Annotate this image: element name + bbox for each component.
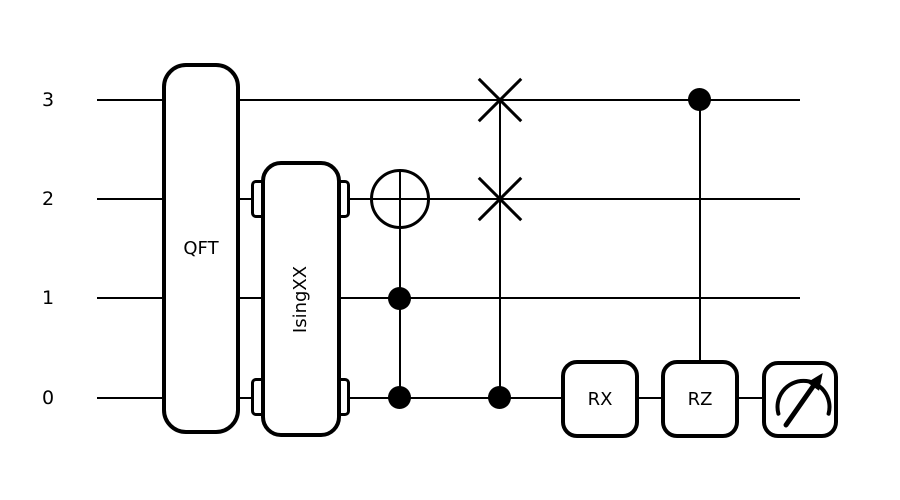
wire-label-0: 0 (41, 387, 55, 409)
isingxx-gate: IsingXX (261, 161, 341, 437)
cnot-target-icon (370, 169, 430, 229)
rx-gate: RX (561, 360, 639, 438)
wire-label-1: 1 (41, 287, 55, 309)
wire-2 (97, 198, 800, 200)
wire-1 (97, 297, 800, 299)
wire-label-3: 3 (41, 89, 55, 111)
rz-gate: RZ (661, 360, 739, 438)
toffoli-control-dot-wire0 (388, 386, 411, 409)
cswap-connector-line (499, 99, 501, 399)
toffoli-connector-line (399, 169, 401, 398)
swap-cross-icon-wire2 (477, 176, 523, 222)
measurement-gate (762, 361, 838, 438)
measurement-gauge-icon (775, 372, 832, 428)
crz-control-dot-wire3 (688, 88, 711, 111)
wire-0 (97, 397, 762, 399)
wire-3 (97, 99, 800, 101)
rz-gate-label: RZ (687, 388, 713, 410)
isingxx-gate-label: IsingXX (290, 265, 312, 333)
swap-cross-icon-wire3 (477, 77, 523, 123)
crz-connector-line (699, 100, 701, 362)
qft-gate: QFT (162, 63, 240, 434)
wire-label-2: 2 (41, 188, 55, 210)
rx-gate-label: RX (587, 388, 613, 410)
toffoli-control-dot-wire1 (388, 287, 411, 310)
cswap-control-dot-wire0 (488, 386, 511, 409)
qft-gate-label: QFT (183, 238, 219, 259)
